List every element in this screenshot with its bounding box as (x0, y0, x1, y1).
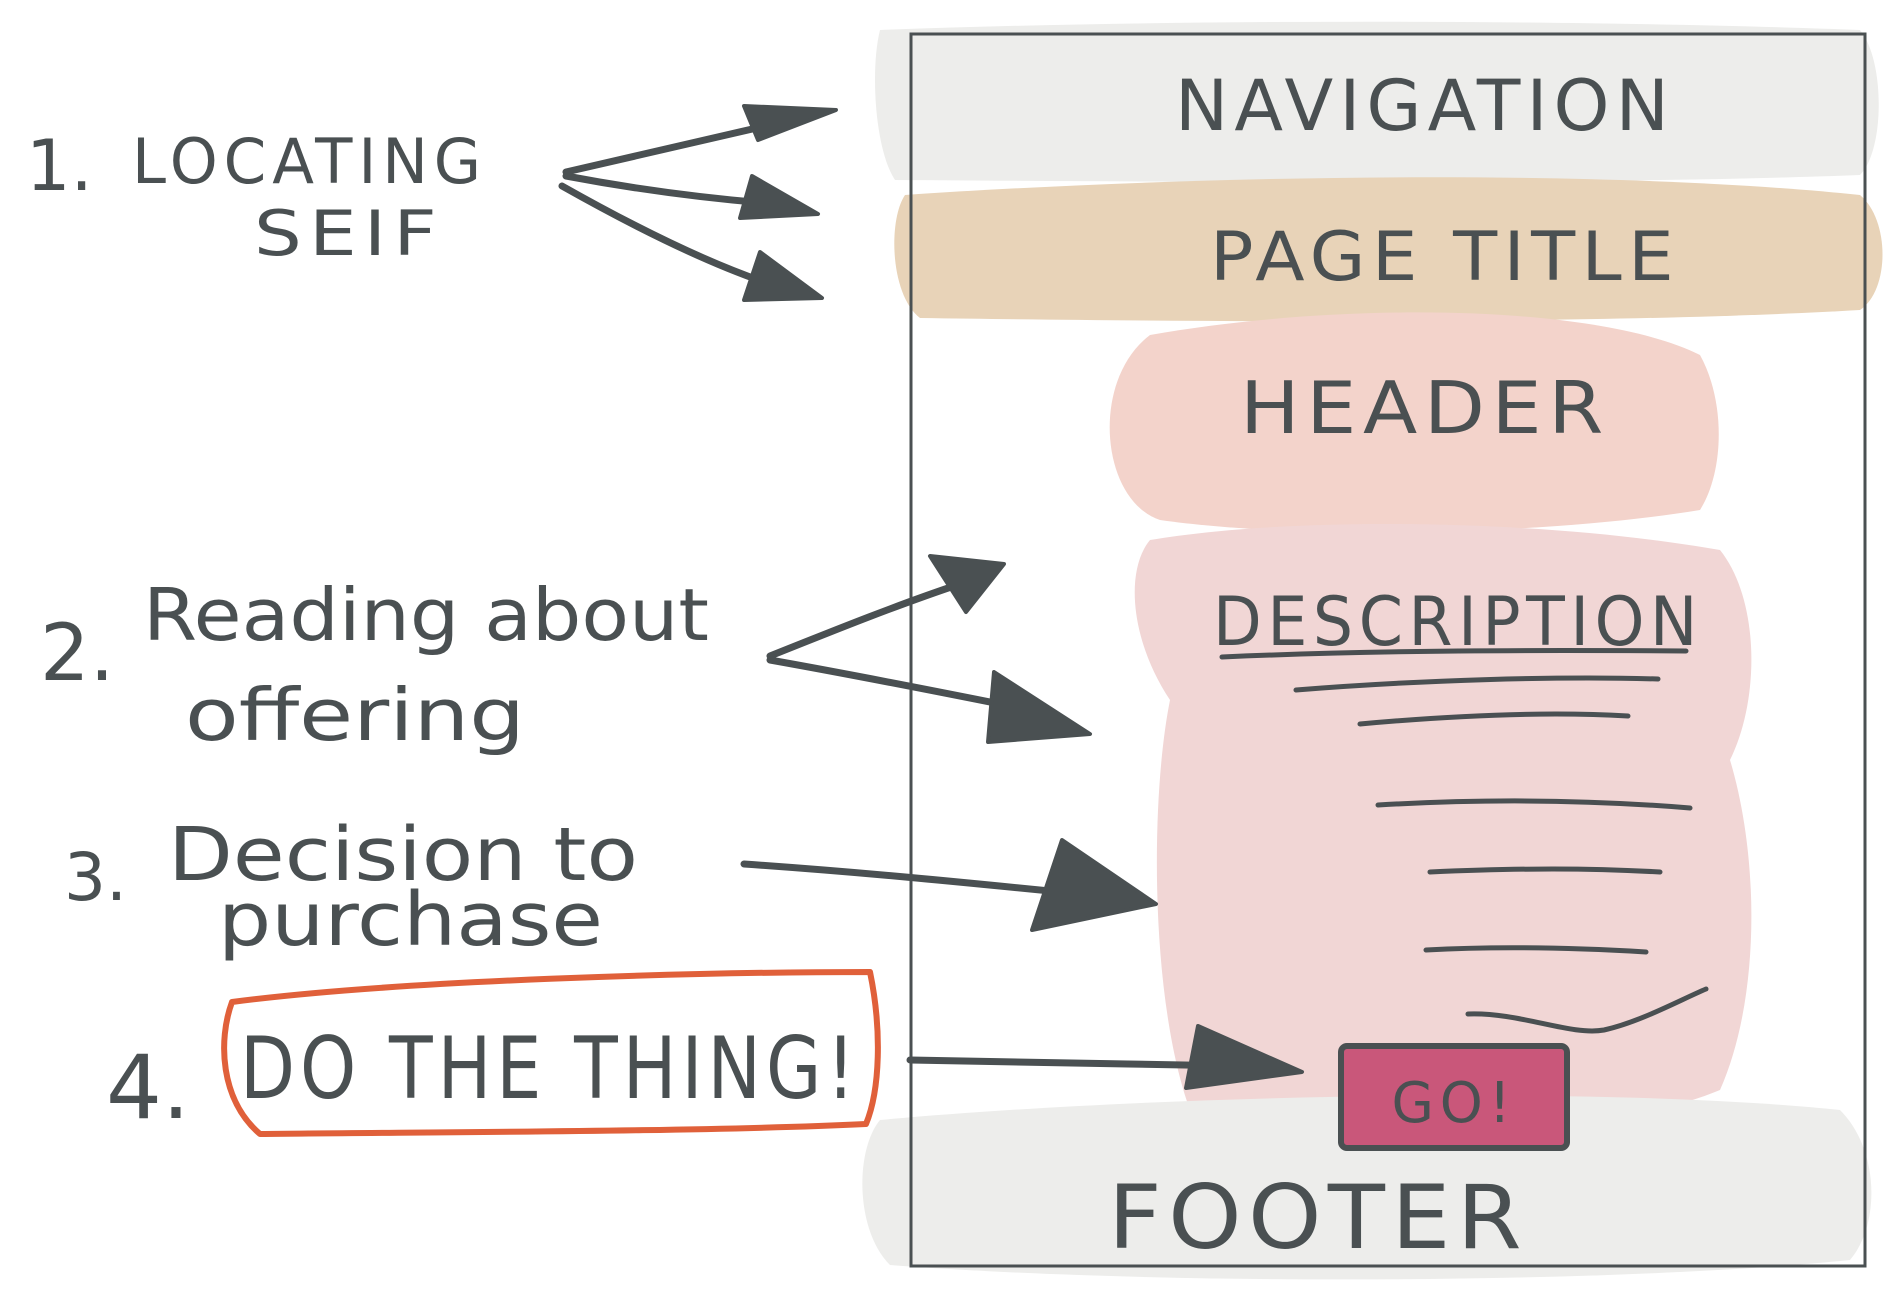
go-button[interactable]: GO! (1338, 1043, 1570, 1151)
navigation-label: NAVIGATION (1175, 65, 1675, 147)
arrow-shaft (766, 580, 964, 660)
step-1-arrows (558, 104, 838, 302)
text-line (1423, 945, 1649, 955)
step-4-line-1[interactable]: DO THE THING! (240, 1019, 860, 1119)
description-underline (1219, 648, 1689, 660)
text-line (1375, 798, 1693, 811)
page-title-label: PAGE TITLE (1210, 218, 1680, 297)
arrow-head (1030, 838, 1158, 932)
go-button-label: GO! (1392, 1071, 1517, 1136)
arrow-head (742, 250, 824, 302)
step-2: 2. Reading about offering (40, 573, 709, 757)
step-1-number: 1. (26, 125, 93, 207)
step-3: 3. Decision to purchase (64, 812, 638, 963)
step-3-line-2: purchase (218, 877, 603, 963)
arrow-shaft (740, 860, 1064, 896)
text-line (1465, 986, 1709, 1034)
page-title-band (894, 177, 1883, 322)
wireframe-frame (909, 32, 1867, 1268)
text-line (1357, 711, 1631, 727)
step-2-arrows (766, 554, 1092, 744)
header-band (1109, 312, 1719, 533)
arrow-head (742, 104, 838, 142)
step-3-line-1: Decision to (168, 812, 638, 898)
text-line (1427, 866, 1663, 875)
step-3-number: 3. (64, 839, 127, 916)
footer-label: FOOTER (1108, 1166, 1528, 1269)
step-2-line-2: offering (185, 673, 525, 757)
arrow-head (986, 670, 1092, 744)
step-1-line-1: LOCATING (132, 125, 487, 198)
step-4-number: 4. (106, 1036, 190, 1139)
step-4-highlight-outline (221, 969, 881, 1137)
text-line (1293, 675, 1661, 693)
arrow-shaft (766, 656, 1014, 710)
step-1: 1. LOCATING SEIF (26, 125, 487, 270)
arrow-head (928, 554, 1006, 614)
step-2-line-1: Reading about (143, 573, 709, 657)
step-4-arrow (906, 1024, 1304, 1090)
step-2-number: 2. (40, 609, 114, 699)
header-label: HEADER (1240, 366, 1610, 450)
footer-band (862, 1095, 1872, 1280)
step-4: 4. DO THE THING! (106, 969, 881, 1139)
navigation-band (875, 21, 1879, 183)
arrow-shaft (558, 182, 774, 288)
step-1-line-2: SEIF (254, 197, 444, 270)
arrow-head (1184, 1024, 1304, 1090)
go-button-shape (1338, 1043, 1570, 1151)
description-text-lines (1219, 648, 1709, 1034)
arrow-head (738, 174, 820, 220)
step-3-arrow (740, 838, 1158, 932)
